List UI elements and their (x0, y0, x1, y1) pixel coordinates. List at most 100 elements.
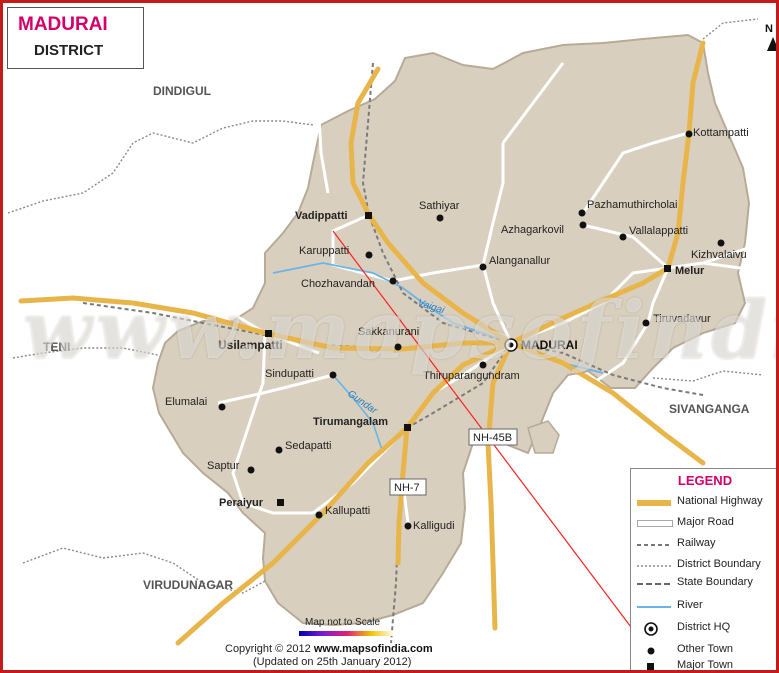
highway-label-nh45b: NH-45B (468, 428, 518, 446)
place-label-thiruparangundram: Thiruparangundram (423, 370, 520, 382)
major-town-marker[interactable] (365, 212, 372, 219)
district-boundary-swatch (637, 565, 671, 567)
copyright-prefix: Copyright © 2012 (225, 643, 314, 655)
legend-label: District Boundary (677, 558, 761, 570)
copyright-credit: Copyright © 2012 www.mapsofindia.com (Up… (225, 643, 433, 669)
legend-label: Railway (677, 537, 716, 549)
north-arrow-icon (767, 37, 776, 51)
district-boundary (12, 347, 159, 359)
town-marker[interactable] (578, 209, 586, 217)
place-label-melur: Melur (675, 265, 705, 277)
town-markers (218, 130, 725, 530)
legend-item-railway: Railway (631, 535, 776, 555)
town-marker[interactable] (275, 446, 283, 454)
place-label-chozhavandan: Chozhavandan (301, 278, 375, 290)
district-boundary (652, 370, 764, 382)
town-marker[interactable] (579, 221, 587, 229)
scale-note: Map not to Scale (305, 617, 381, 628)
place-label-usilampatti: Usilampatti (218, 338, 283, 352)
town-marker[interactable] (404, 522, 412, 530)
district-boundary (7, 120, 314, 214)
major-town-marker[interactable] (277, 499, 284, 506)
town-marker[interactable] (394, 343, 402, 351)
place-label-pazhamuthircholai: Pazhamuthircholai (587, 199, 678, 211)
major-town-marker[interactable] (664, 265, 671, 272)
town-marker[interactable] (436, 214, 444, 222)
legend-item-district-boundary: District Boundary (631, 556, 776, 576)
highway-label-nh45b-text: NH-45B (473, 432, 512, 444)
town-marker[interactable] (619, 233, 627, 241)
legend-item-state-boundary: State Boundary (631, 574, 776, 594)
railways (82, 62, 704, 644)
legend-label: River (677, 599, 703, 611)
town-marker[interactable] (685, 130, 693, 138)
legend-item-major-road: Major Road (631, 514, 776, 534)
map-subtitle: DISTRICT (34, 42, 104, 59)
place-label-peraiyur: Peraiyur (219, 497, 264, 509)
legend-item-district-hq: District HQ (631, 619, 776, 639)
river-gundar (332, 374, 384, 454)
legend-label: State Boundary (677, 576, 753, 588)
major-road-swatch (637, 520, 673, 527)
place-label-sathiyar: Sathiyar (419, 200, 460, 212)
place-label-alanganallur: Alanganallur (489, 255, 550, 267)
map-title-box: MADURAI DISTRICT (7, 7, 144, 69)
map-title: MADURAI (18, 14, 108, 35)
legend-item-national-highway: National Highway (631, 493, 776, 513)
legend-label: Major Road (677, 516, 734, 528)
town-marker[interactable] (642, 319, 650, 327)
lake-patch (527, 420, 560, 454)
town-marker[interactable] (717, 239, 725, 247)
railway-swatch (637, 544, 671, 546)
map-canvas[interactable]: DINDIGUL TENI SIVANGANGA VIRUDUNAGAR (3, 3, 776, 670)
place-label-tirumangalam: Tirumangalam (313, 416, 388, 428)
place-label-madurai: MADURAI (521, 338, 578, 352)
highway-label-nh7-text: NH-7 (394, 482, 420, 494)
district-hq-marker[interactable] (504, 338, 518, 352)
place-label-vadippatti: Vadippatti (295, 210, 348, 222)
town-labels: MADURAI Vadippatti Usilampatti Melur Tir… (165, 127, 749, 532)
place-label-elumalai: Elumalai (165, 396, 207, 408)
neighbor-label-sivanganga: SIVANGANGA (669, 402, 750, 416)
scale-bar (299, 631, 395, 636)
place-label-sakkanurani: Sakkanurani (358, 326, 419, 338)
updated-note: (Updated on 25th January 2012) (253, 656, 412, 668)
legend-title: LEGEND (677, 473, 733, 488)
state-boundary-swatch (637, 583, 671, 585)
place-label-kottampatti: Kottampatti (693, 127, 749, 139)
place-label-kizhvalaivu: Kizhvalaivu (691, 249, 747, 261)
town-marker[interactable] (218, 403, 226, 411)
legend-item-major-town: Major Town (631, 657, 776, 671)
major-town-marker[interactable] (404, 424, 411, 431)
highway-label-nh7: NH-7 (389, 478, 427, 496)
place-label-sedapatti: Sedapatti (285, 440, 331, 452)
legend-label: District HQ (677, 621, 731, 633)
legend-item-river: River (631, 597, 776, 617)
town-marker[interactable] (329, 371, 337, 379)
legend-panel: LEGEND National Highway Major Road Railw… (630, 468, 776, 671)
town-marker[interactable] (315, 511, 323, 519)
place-label-kallupatti: Kallupatti (325, 505, 370, 517)
major-town-marker[interactable] (265, 330, 272, 337)
town-marker[interactable] (247, 466, 255, 474)
legend-item-other-town: Other Town (631, 641, 776, 661)
place-label-karuppatti: Karuppatti (299, 245, 349, 257)
major-town-icon (647, 663, 654, 670)
highway-swatch (637, 500, 671, 506)
neighbor-label-virudunagar: VIRUDUNAGAR (143, 578, 233, 592)
legend-label: Major Town (677, 659, 734, 671)
town-marker[interactable] (389, 277, 397, 285)
district-boundary (22, 547, 266, 594)
place-label-tiruvadavur: Tiruvadavur (653, 313, 711, 325)
neighbor-label-dindigul: DINDIGUL (153, 84, 211, 98)
copyright-site-link[interactable]: www.mapsofindia.com (313, 643, 433, 655)
district-boundary (702, 18, 759, 40)
legend-label: National Highway (677, 495, 763, 507)
town-marker[interactable] (365, 251, 373, 259)
river-swatch (637, 606, 671, 608)
legend-label: Other Town (677, 643, 734, 655)
town-marker[interactable] (479, 361, 487, 369)
town-marker[interactable] (479, 263, 487, 271)
neighbor-label-teni: TENI (43, 340, 70, 354)
